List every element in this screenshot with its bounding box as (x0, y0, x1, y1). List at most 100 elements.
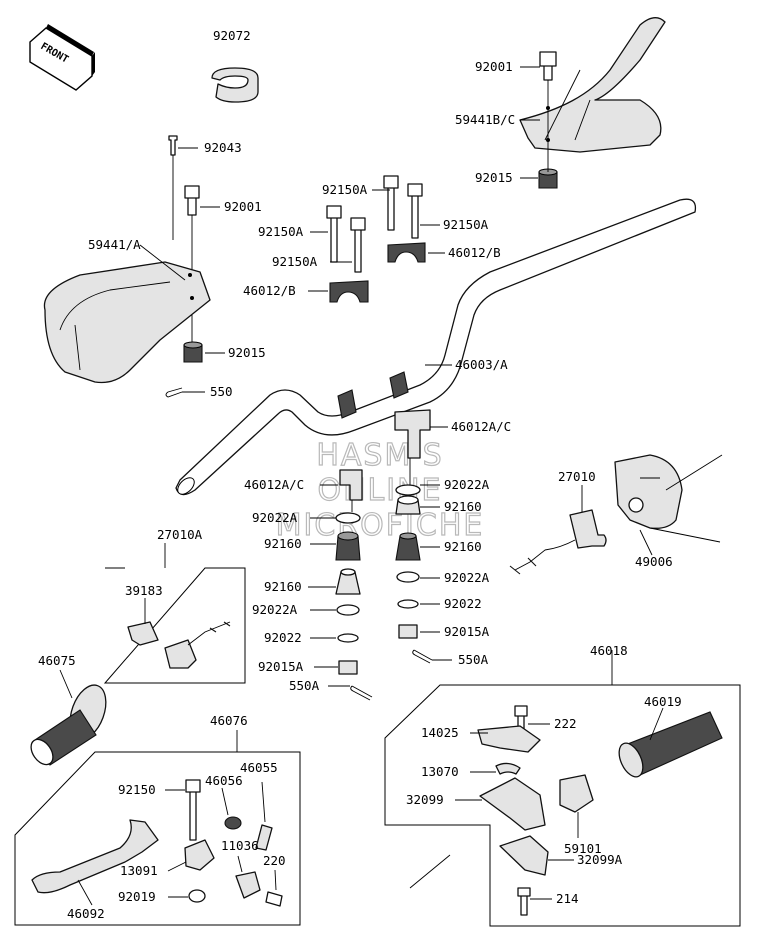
label-92072: 92072 (213, 28, 251, 43)
label-222: 222 (554, 716, 577, 731)
label-46075: 46075 (38, 653, 76, 668)
label-92160-l1: 92160 (264, 536, 302, 551)
clutch-lever-box (14, 751, 301, 926)
part-550a-pin-l (350, 685, 373, 701)
label-92160-l2: 92160 (264, 579, 302, 594)
part-92015a-nut-r (398, 624, 418, 639)
part-27010a-switch (164, 621, 231, 669)
label-550a-l: 550A (289, 678, 320, 693)
part-labels: 92072 92001 59441B/C 92015 92043 92001 9… (38, 28, 682, 921)
part-550a-pin-r (412, 649, 433, 664)
part-39183-clamp (127, 621, 159, 646)
label-92022a-l2: 92022A (252, 602, 298, 617)
label-92015-top: 92015 (475, 170, 513, 185)
part-92001-bolt-top (539, 51, 557, 81)
part-214-screw (517, 887, 531, 916)
label-550a-r: 550A (458, 652, 489, 667)
label-39183: 39183 (125, 583, 163, 598)
label-92015a-r: 92015A (444, 624, 490, 639)
label-92001-top: 92001 (475, 59, 513, 74)
label-59101: 59101 (564, 841, 602, 856)
label-92015a-l: 92015A (258, 659, 304, 674)
part-92022a-washer-r2 (396, 571, 420, 583)
part-92043-bolt (168, 135, 178, 156)
part-92072-collar (211, 67, 259, 103)
label-46003a: 46003/A (455, 357, 508, 372)
label-92160-r2: 92160 (444, 539, 482, 554)
label-92022a-r1: 92022A (444, 477, 490, 492)
part-46012b-upper-clamp (329, 242, 426, 303)
label-59441bc: 59441B/C (455, 112, 515, 127)
label-46092: 46092 (67, 906, 105, 921)
label-13070: 13070 (421, 764, 459, 779)
label-92150a-3: 92150A (258, 224, 304, 239)
label-49006: 49006 (635, 554, 673, 569)
label-92150: 92150 (118, 782, 156, 797)
watermark-line-1: HASM'S (316, 438, 443, 473)
part-13070-cam (495, 762, 521, 775)
part-92019-nut (188, 889, 206, 903)
part-32099a-housing-lower (499, 835, 549, 876)
label-27010a: 27010A (157, 527, 203, 542)
part-222-screw (514, 705, 528, 731)
part-32099-housing (479, 777, 546, 831)
label-220: 220 (263, 853, 286, 868)
label-46012ac-right: 46012A/C (451, 419, 511, 434)
part-59441bc-handguard (519, 17, 666, 153)
part-46092-lever (31, 819, 159, 894)
watermark-line-3: MICROFICHE (276, 508, 485, 543)
part-92015a-nut-l (338, 660, 358, 675)
part-92160-damper-l2 (335, 568, 361, 595)
label-550: 550 (210, 384, 233, 399)
label-59441a: 59441/A (88, 237, 141, 252)
label-92022a-l1: 92022A (252, 510, 298, 525)
part-49006-housing (614, 454, 723, 543)
leader-lines (59, 66, 664, 900)
label-14025: 14025 (421, 725, 459, 740)
part-92022a-washer-l2 (336, 604, 360, 616)
part-92015-nut-left (183, 341, 203, 363)
label-214: 214 (556, 891, 579, 906)
label-92150a-4: 92150A (272, 254, 318, 269)
label-32099: 32099 (406, 792, 444, 807)
part-92022a-washer-l1 (335, 512, 361, 524)
label-92160-r1: 92160 (444, 499, 482, 514)
part-46019-throttle-grip (618, 711, 723, 778)
label-46055: 46055 (240, 760, 278, 775)
label-46019: 46019 (644, 694, 682, 709)
part-92001-bolt-left (184, 185, 200, 216)
part-92160-damper-r2 (395, 532, 421, 561)
label-46018: 46018 (590, 643, 628, 658)
label-46056: 46056 (205, 773, 243, 788)
part-92022-washer-r (397, 599, 419, 609)
label-27010: 27010 (558, 469, 596, 484)
label-92015-left: 92015 (228, 345, 266, 360)
part-92022-washer-l (337, 633, 359, 643)
label-92150a-2: 92150A (443, 217, 489, 232)
part-59101-pulley (559, 774, 594, 813)
part-92150a-bolts (326, 175, 423, 273)
front-arrow-icon: FRONT (29, 24, 95, 91)
part-46012ac-lower-clamp (339, 409, 431, 501)
label-13091: 13091 (120, 863, 158, 878)
label-32099a: 32099A (577, 852, 623, 867)
label-92150a-1: 92150A (322, 182, 368, 197)
part-92160-damper-l1 (335, 531, 361, 561)
part-11036-clamp (235, 871, 261, 899)
part-14025-cover (477, 725, 541, 753)
throttle-assembly-box (384, 684, 741, 927)
part-92160-damper-r1 (395, 495, 421, 515)
part-46003a-handlebar (175, 198, 697, 496)
part-46075-grip (30, 684, 107, 766)
part-550-cotter-pin (165, 387, 183, 398)
label-46012ac-left: 46012A/C (244, 477, 304, 492)
part-220-bolt (265, 891, 283, 907)
label-92022-r: 92022 (444, 596, 482, 611)
part-46056-nut (224, 816, 242, 830)
watermark-line-2: ONLINE (317, 473, 442, 508)
label-92019: 92019 (118, 889, 156, 904)
label-46012b-1: 46012/B (448, 245, 501, 260)
label-92022-l: 92022 (264, 630, 302, 645)
part-92150-bolt (185, 779, 201, 841)
